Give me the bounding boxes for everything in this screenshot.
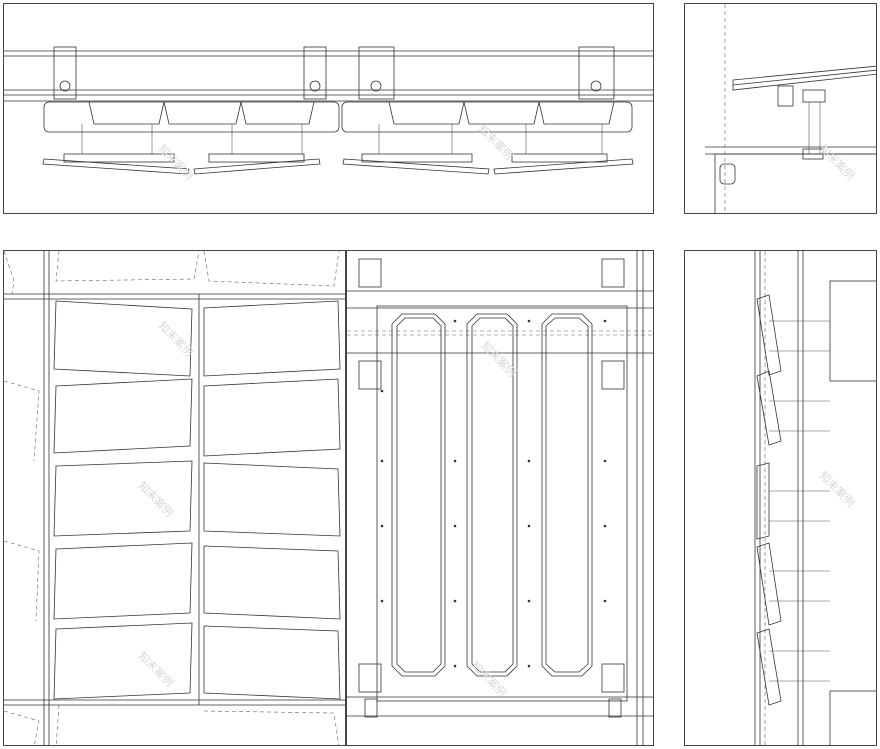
panel-plan-left: 知末案例 知末案例 知末案例 [3,250,346,746]
elevation-top-drawing [4,46,653,175]
box-sections [43,101,633,133]
facade-panels [53,300,341,700]
vertical-louvers [756,294,782,706]
bracket-plan-drawing [347,251,653,745]
mullion-group [53,46,615,100]
elevation-top-panel: 知末案例 知末案例 [3,3,654,214]
panel-plan-drawing [4,251,345,745]
vertical-section-drawing [754,251,876,745]
bracket-plan-panel: 知末案例 知末案例 [346,250,654,746]
side-section-drawing [705,4,876,213]
bracket-clips [358,258,625,718]
slot-cutouts [391,313,593,677]
side-section-top-panel: 知末案例 [684,3,877,214]
louver-fins [42,153,634,175]
vertical-section-panel: 知末案例 [684,250,877,746]
